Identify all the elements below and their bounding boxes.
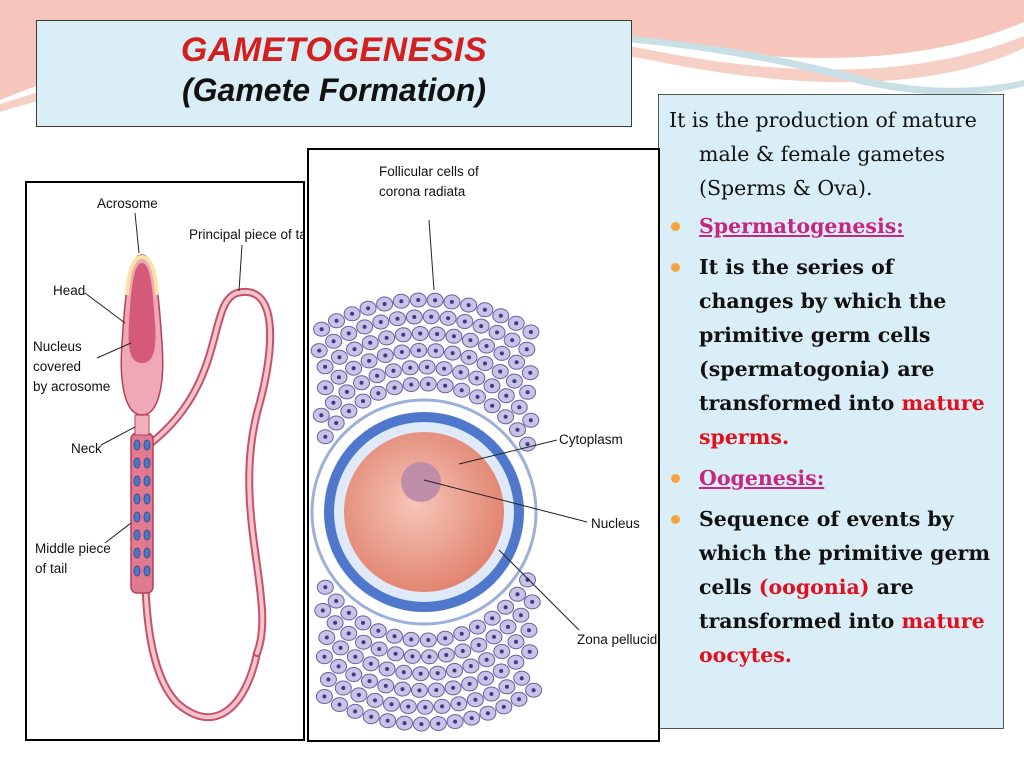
bullet-icon [671,263,680,272]
corona-radiata-cells [310,292,543,732]
label-cytoplasm: Cytoplasm [559,432,623,447]
label-principal-piece: Principal piece of tail [189,227,303,242]
title-box: GAMETOGENESIS (Gamete Formation) [36,20,632,127]
emphasis-text: mature sperms. [699,391,985,449]
slide-subtitle: (Gamete Formation) [181,72,487,108]
oogenesis-text: Sequence of events by which the primitiv… [699,507,991,599]
label-neck: Neck [71,441,102,456]
label-middle-piece: of tail [35,561,67,576]
label-nucleus: by acrosome [33,379,110,394]
label-follicular-cells: Follicular cells of [379,164,479,179]
label-middle-piece: Middle piece [35,541,111,556]
label-follicular-cells: corona radiata [379,184,466,199]
spermatogenesis-text: It is the series of changes by which the… [699,255,947,415]
label-nucleus: Nucleus [33,339,82,354]
bullet-list: Spermatogenesis: It is the series of cha… [669,209,993,672]
spermatogenesis-heading: Spermatogenesis: [699,214,904,238]
list-item: Spermatogenesis: [669,209,993,243]
emphasis-text: (oogonia) [758,575,870,599]
emphasis-text: mature oocytes. [699,609,985,667]
ovum-illustration: Follicular cells of corona radiata Cytop… [310,164,658,732]
slide-title: GAMETOGENESIS [180,31,488,69]
ovum-diagram: Follicular cells of corona radiata Cytop… [307,148,660,742]
label-head: Head [53,283,85,298]
oogenesis-text: are transformed into [699,575,914,633]
bullet-icon [671,474,680,483]
label-nucleus: covered [33,359,81,374]
intro-text: It is the production of mature male & fe… [669,108,977,200]
label-acrosome: Acrosome [97,196,158,211]
list-item: It is the series of changes by which the… [669,250,993,454]
sperm-illustration: Acrosome Principal piece of tail Head Nu… [33,196,303,722]
label-zona-pellucida: Zona pellucida [577,632,658,647]
oogenesis-heading: Oogenesis: [699,466,825,490]
list-item: Oogenesis: [669,461,993,495]
bullet-icon [671,222,680,231]
label-nucleus: Nucleus [591,516,640,531]
bullet-icon [671,515,680,524]
sperm-diagram: Acrosome Principal piece of tail Head Nu… [25,181,305,741]
list-item: Sequence of events by which the primitiv… [669,502,993,672]
content-box: It is the production of mature male & fe… [658,94,1004,729]
